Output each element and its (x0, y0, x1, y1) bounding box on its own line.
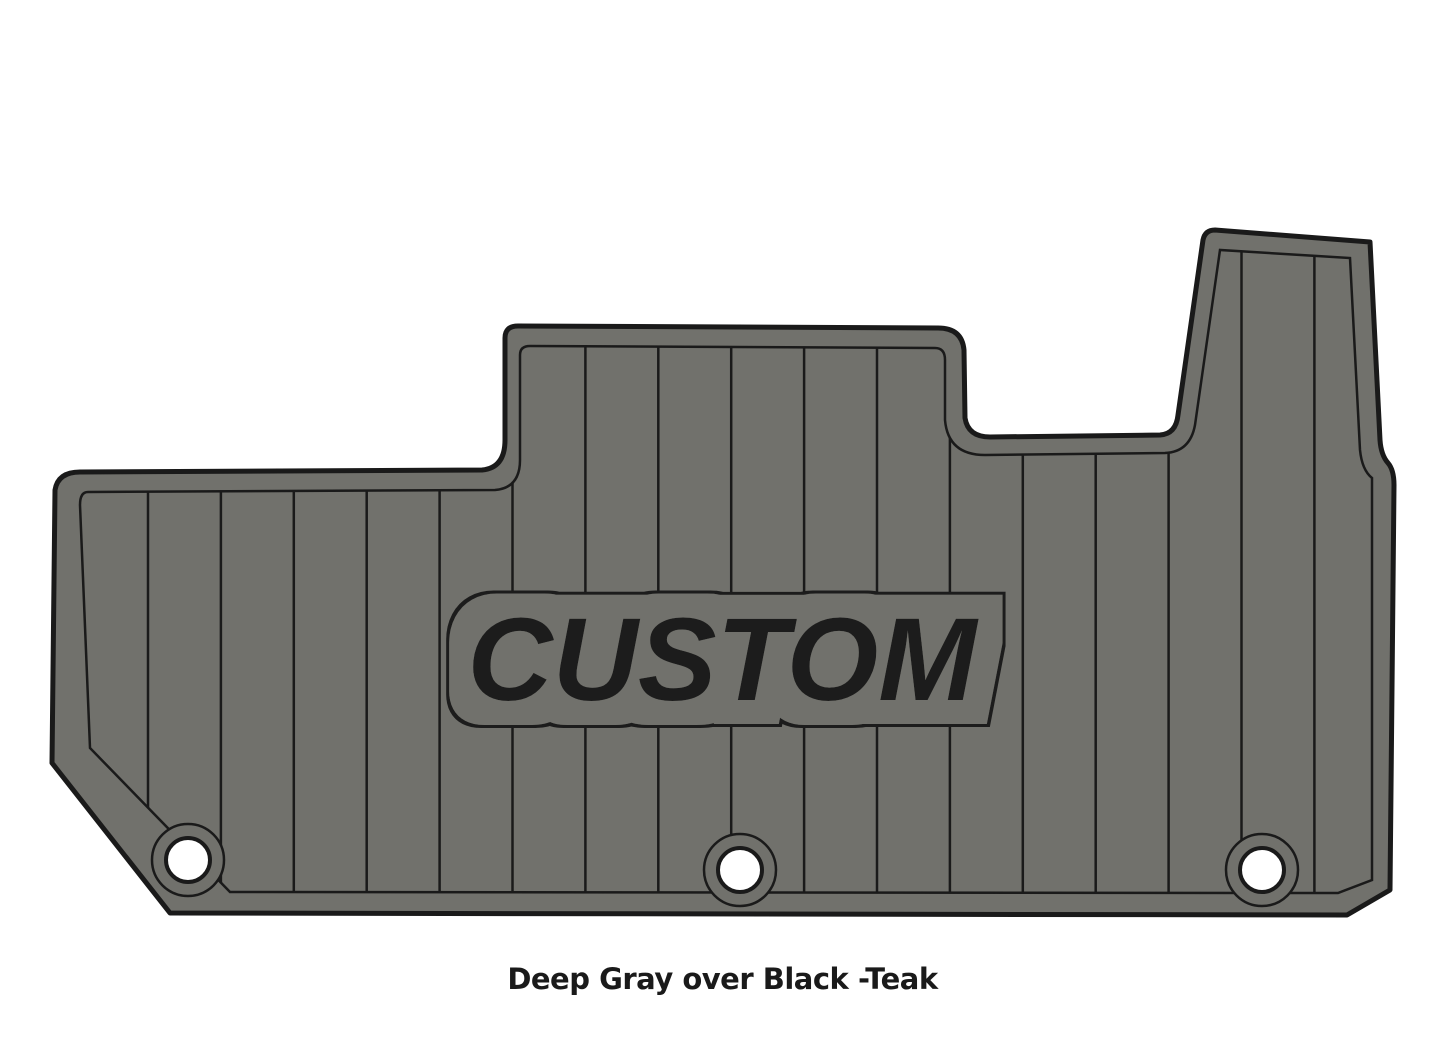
product-caption: Deep Gray over Black -Teak (507, 962, 938, 996)
mounting-hole (716, 846, 764, 894)
custom-logo: CUSTOM (467, 594, 979, 726)
mounting-holes (150, 822, 1300, 908)
mat-outline (49, 227, 1397, 918)
mounting-hole (164, 836, 212, 884)
mat-inner-border (78, 248, 1374, 895)
mounting-hole (1238, 846, 1286, 894)
